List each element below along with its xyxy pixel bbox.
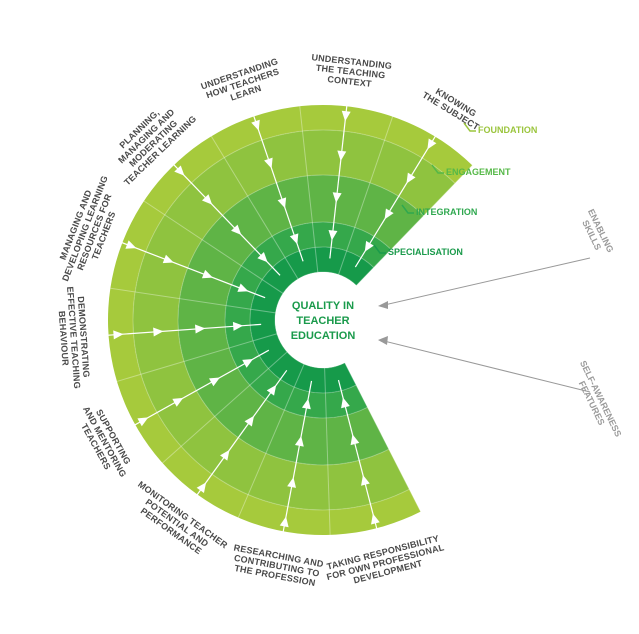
ring-band-1	[108, 104, 473, 535]
arrowhead	[125, 240, 137, 249]
arrowhead	[251, 119, 260, 131]
arrowhead	[406, 172, 416, 184]
center-hub: QUALITY IN TEACHER EDUCATION	[275, 272, 371, 368]
arrowhead	[153, 327, 164, 337]
arrowhead	[231, 224, 242, 235]
arrowhead	[277, 197, 287, 209]
wheel-arrows	[91, 89, 445, 549]
arrowhead	[237, 283, 249, 292]
arrowhead	[301, 398, 311, 410]
arrowhead	[341, 110, 351, 122]
segment-divider-9	[324, 367, 331, 535]
arrowhead	[195, 324, 206, 334]
arrowhead	[174, 165, 185, 176]
self-awareness-arrowhead	[378, 336, 388, 345]
segment-divider-7	[162, 351, 288, 464]
arrowhead	[264, 157, 273, 169]
arrowhead	[384, 208, 394, 220]
segment-divider-5	[110, 287, 276, 314]
wheel-rings	[108, 104, 473, 535]
ring-band-4	[224, 222, 392, 419]
arrowhead	[220, 449, 230, 461]
ring-divider-3	[224, 221, 392, 419]
arrowhead	[294, 435, 304, 447]
level-label-specialisation: SPECIALISATION	[388, 247, 463, 257]
segment-divider-2	[299, 106, 319, 273]
arrowhead	[196, 482, 207, 494]
level-bracket-3	[401, 204, 414, 214]
center-line-1: QUALITY IN	[292, 300, 354, 312]
self-awareness-pointer	[379, 339, 591, 393]
arrowhead	[244, 415, 255, 427]
arrowhead	[113, 330, 124, 340]
arrowhead	[328, 230, 338, 241]
arrowhead	[364, 240, 374, 252]
level-labels: FOUNDATION ENGAGEMENT INTEGRATION SPECIALIS…	[373, 122, 537, 257]
level-label-engagement: ENGAGEMENT	[446, 167, 511, 177]
arrowhead	[201, 269, 213, 279]
arrowhead	[337, 150, 347, 161]
center-line-2: TEACHER	[296, 315, 349, 327]
arrowhead	[242, 358, 254, 368]
wheel-spokes	[110, 106, 473, 535]
arrowhead	[257, 251, 268, 263]
arrowhead	[332, 192, 342, 203]
segment-divider-4	[143, 200, 284, 294]
ring-divider-2	[177, 174, 425, 466]
arrowhead	[201, 194, 213, 205]
arrowhead	[427, 138, 437, 150]
ring-band-3	[178, 175, 424, 465]
arrowhead	[350, 434, 360, 446]
center-line-3: EDUCATION	[291, 330, 356, 342]
segment-divider-10	[344, 362, 422, 512]
level-bracket-4	[373, 244, 386, 254]
segment-divider-3	[210, 136, 299, 280]
level-bracket-2	[431, 164, 444, 174]
ring-band-5	[249, 246, 374, 393]
segment-divider-6	[116, 333, 278, 382]
level-bracket-1	[463, 122, 476, 132]
enabling-skills-arrowhead	[378, 301, 388, 309]
arrowhead	[341, 397, 350, 409]
arrowhead	[266, 384, 277, 396]
segment-divider-8	[237, 363, 305, 518]
side-labels: ENABLING SKILLS SELF-AWARENESS FEATURES	[378, 207, 623, 438]
arrowhead	[137, 417, 149, 427]
arrowhead	[162, 254, 174, 264]
arrowhead	[371, 513, 380, 525]
segment-divider-1	[338, 116, 394, 275]
arrowhead	[232, 321, 244, 331]
arrowhead	[289, 233, 299, 245]
arrowhead	[209, 377, 220, 387]
ring-band-2	[133, 129, 455, 510]
level-label-foundation: FOUNDATION	[478, 125, 537, 135]
ring-divider-1	[132, 129, 456, 511]
enabling-skills-pointer	[379, 257, 591, 307]
center-circle	[275, 272, 371, 368]
arrowhead	[279, 516, 289, 528]
segment-label-line: BEHAVIOUR	[57, 311, 71, 367]
arrowhead	[361, 474, 370, 486]
arrowhead	[172, 397, 184, 407]
level-label-integration: INTEGRATION	[416, 207, 477, 217]
arrowhead	[287, 477, 297, 488]
segment-divider-0	[355, 164, 473, 286]
segment-label-line: CONTEXT	[327, 74, 373, 89]
